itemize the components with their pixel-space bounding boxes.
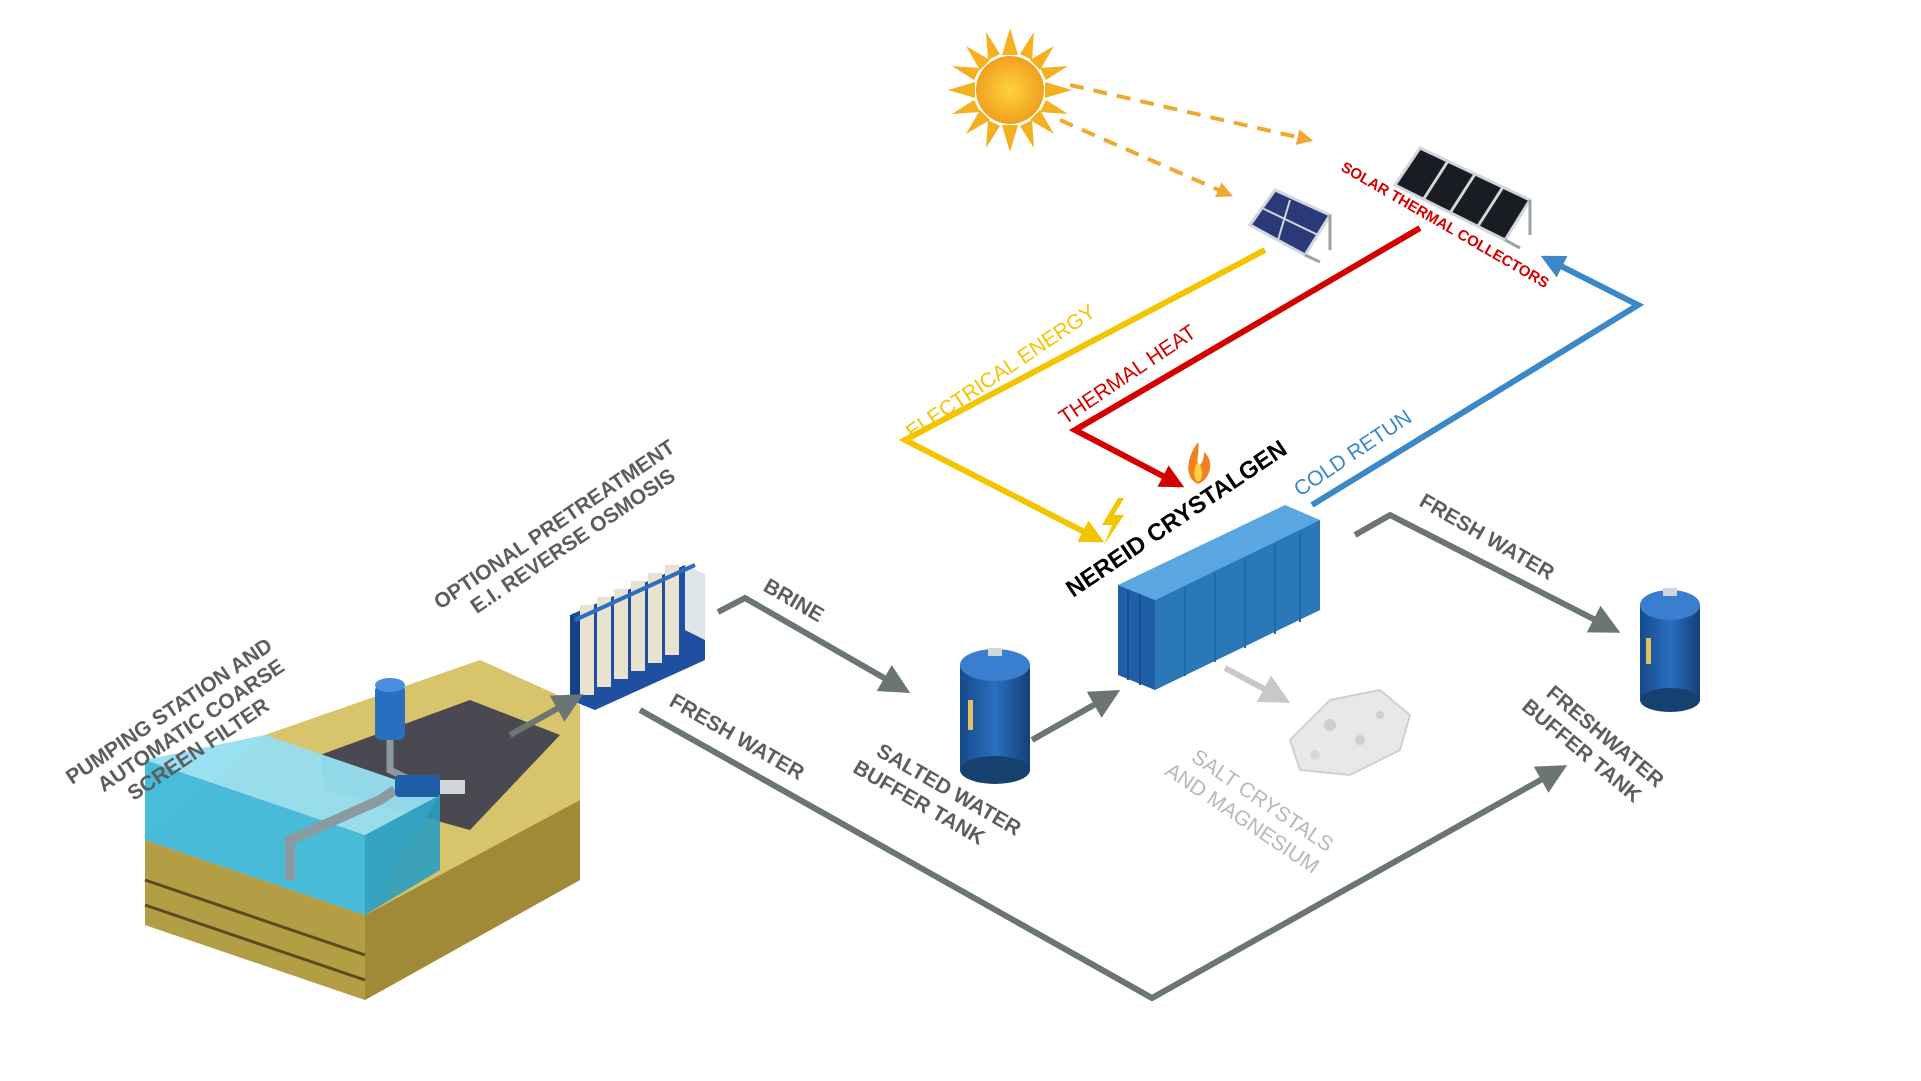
arrow-pump-to-ro [508, 694, 584, 738]
solar-panel-icon [1247, 188, 1333, 264]
reverse-osmosis-unit [570, 563, 705, 710]
arrow-fresh-water-bottom [638, 707, 1568, 1002]
cold-return-line [1310, 255, 1645, 508]
salt-crystals-pile [1288, 688, 1412, 777]
electrical-energy-line [898, 247, 1267, 543]
arrow-tank-to-crystalgen [1030, 690, 1121, 743]
arrow-to-salt [1223, 665, 1291, 703]
lightning-icon [1102, 498, 1124, 545]
arrow-fresh-water-right [1353, 511, 1621, 633]
thermal-heat-line [1068, 225, 1422, 488]
flame-icon [1188, 442, 1211, 484]
brine-label: BRINE [760, 574, 828, 627]
arrow-brine [716, 594, 911, 693]
sun-icon [948, 28, 1072, 152]
thermal-heat-label: THERMAL HEAT [1055, 321, 1201, 430]
salted-water-tank [960, 648, 1030, 784]
solar-thermal-collector-icon [1392, 146, 1533, 250]
freshwater-tank [1640, 588, 1700, 712]
sun-ray-to-thermal [1069, 83, 1314, 145]
crystalgen-container [1118, 505, 1320, 690]
sun-ray-to-pv [1059, 118, 1233, 198]
pumping-station [144, 660, 580, 1000]
